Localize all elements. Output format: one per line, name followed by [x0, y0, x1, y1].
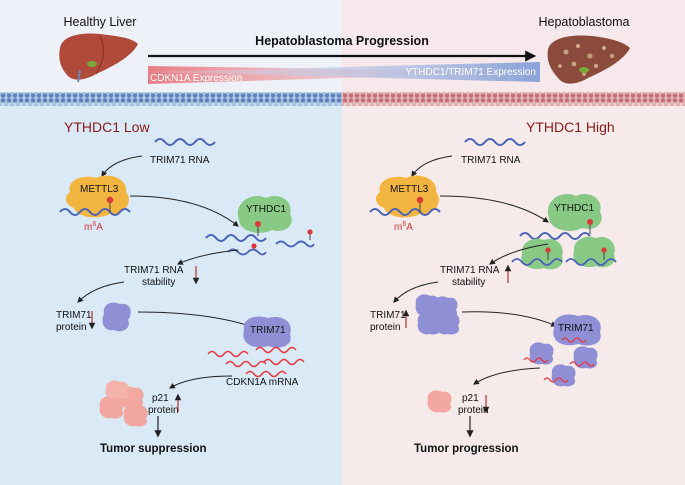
cdkn1a-expression-label: CDKN1A Expression — [150, 73, 242, 84]
outcome-left: Tumor suppression — [100, 443, 207, 455]
mettl3-complex-left — [65, 175, 129, 218]
arrow-ythdc1-to-stability-right — [489, 243, 549, 265]
stability-line1-right: TRIM71 RNA — [440, 265, 500, 276]
membrane-right — [342, 92, 685, 106]
right-panel-bg — [342, 92, 685, 485]
protein-line2-left: protein — [56, 322, 87, 333]
ythdc1-trim71-expression-label: YTHDC1/TRIM71 Expression — [405, 67, 536, 78]
left-panel-bg — [0, 92, 342, 485]
trim71-rna-label-left: TRIM71 RNA — [150, 155, 210, 166]
ythdc1-trim71-expression-wedge — [148, 62, 540, 82]
ythdc1-bound-rna-right-2 — [565, 236, 617, 268]
cdkn1a-mrna-4 — [263, 358, 305, 366]
m6a-mark-left — [106, 196, 114, 204]
arrow-mettl3-to-ythdc1-left — [129, 195, 239, 227]
protein-line1-right: TRIM71 — [370, 310, 406, 321]
ythdc1-label-right: YTHDC1 — [554, 203, 594, 214]
arrow-rna-to-mettl3-right — [411, 155, 453, 178]
trim71-rna-label-right: TRIM71 RNA — [461, 155, 521, 166]
arrow-protein-to-trim71-right — [461, 311, 558, 327]
degraded-rna-fragment-left-2 — [275, 240, 315, 248]
trim71-label-right: TRIM71 — [558, 323, 594, 334]
membrane-left — [0, 92, 342, 106]
rna-on-ythdc1-left — [205, 234, 267, 242]
mettl3-label-left: METTL3 — [80, 184, 119, 195]
mettl3-label-right: METTL3 — [390, 184, 429, 195]
arrow-stability-to-protein-right — [393, 281, 439, 303]
progression-label: Hepatoblastoma Progression — [255, 34, 429, 48]
p21-protein-right — [427, 390, 452, 413]
ythdc1-label-left: YTHDC1 — [246, 204, 286, 215]
healthy-liver-icon — [59, 33, 138, 83]
trim71-protein-blob-left — [102, 302, 131, 332]
trim71-complex-left — [243, 316, 291, 348]
arrow-ythdc1-to-stability-left — [176, 249, 239, 265]
m6a-label-right: m6A — [394, 221, 413, 233]
hepatoblastoma-liver-icon — [547, 35, 630, 84]
ythdc1-protein-left — [237, 195, 292, 233]
arrow-mrna-to-p21-right — [472, 367, 541, 385]
rna-on-ythdc1-right — [519, 232, 591, 240]
trim71-rna-strand-right — [464, 138, 526, 146]
trim71-rna-strand-left — [154, 138, 216, 146]
cdkn1a-mrna-label-left: CDKN1A mRNA — [226, 377, 299, 388]
mettl3-complex-right — [375, 175, 439, 218]
p21-line1-left: p21 — [152, 393, 169, 404]
healthy-liver-label: Healthy Liver — [64, 15, 137, 29]
cdkn1a-mrna-5 — [245, 370, 287, 378]
stability-line2-left: stability — [142, 277, 175, 288]
stability-line1-left: TRIM71 RNA — [124, 265, 184, 276]
m6a-fragment-mark-left-1 — [251, 243, 257, 249]
protein-line1-left: TRIM71 — [56, 310, 92, 321]
arrow-stability-to-protein-left — [77, 281, 125, 303]
cdkn1a-mrna-2 — [255, 346, 297, 354]
arrow-mettl3-to-ythdc1-right — [439, 195, 549, 223]
p21-line2-left: protein — [148, 405, 179, 416]
m6a-fragment-mark-left-2 — [307, 229, 313, 235]
arrow-rna-to-mettl3-left — [101, 155, 143, 178]
cdkn1a-mrna-3 — [225, 360, 267, 368]
m6a-label-left: m6A — [84, 221, 103, 233]
trim71-bound-mrna-right — [523, 337, 598, 387]
p21-line2-right: protein — [458, 405, 489, 416]
trim71-protein-cluster-right — [415, 294, 460, 335]
m6a-mark-right — [416, 196, 424, 204]
rna-on-mettl3-right — [369, 208, 441, 216]
protein-line2-right: protein — [370, 322, 401, 333]
outcome-right: Tumor progression — [414, 443, 519, 455]
arrow-mrna-to-p21-left — [168, 375, 233, 389]
left-panel-title: YTHDC1 Low — [64, 119, 150, 135]
stability-line2-right: stability — [452, 277, 485, 288]
p21-protein-cluster-left — [99, 380, 148, 427]
m6a-mark-ythdc1-right — [587, 219, 593, 225]
rna-on-mettl3-left — [59, 208, 131, 216]
trim71-label-left: TRIM71 — [250, 325, 286, 336]
right-panel-title: YTHDC1 High — [526, 119, 615, 135]
ythdc1-bound-rna-right-1 — [511, 238, 563, 270]
m6a-mark-ythdc1-left — [255, 221, 261, 227]
hepatoblastoma-label: Hepatoblastoma — [538, 15, 629, 29]
p21-line1-right: p21 — [462, 393, 479, 404]
cdkn1a-mrna-1 — [207, 350, 249, 358]
